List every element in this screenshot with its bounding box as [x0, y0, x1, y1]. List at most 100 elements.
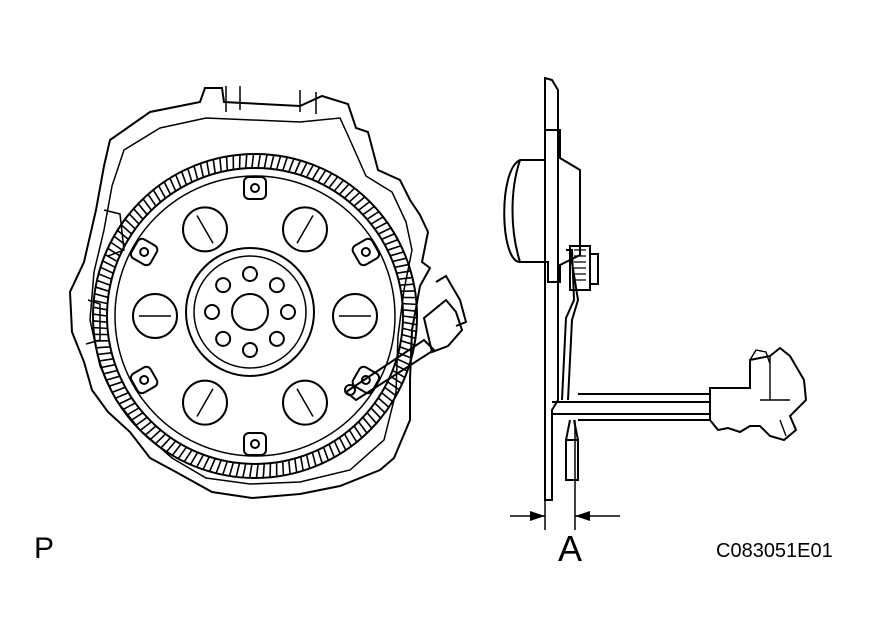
gear-tooth — [212, 159, 216, 174]
gear-tooth — [96, 279, 111, 286]
gear-tooth — [398, 276, 413, 280]
gear-tooth — [99, 357, 114, 362]
gear-tooth — [219, 157, 223, 172]
gear-tooth — [180, 171, 188, 186]
gear-tooth — [389, 251, 404, 257]
gear-tooth — [193, 165, 199, 180]
gear-tooth — [257, 153, 262, 169]
gauge-block — [709, 346, 808, 442]
gear-tooth — [353, 425, 363, 439]
gear-tooth — [118, 397, 133, 405]
gauge-arm — [344, 338, 436, 402]
flywheel-bosses — [129, 176, 381, 456]
gear-tooth — [183, 449, 193, 463]
gear-tooth — [402, 321, 417, 326]
hub-bolt-hole — [204, 304, 220, 320]
flywheel-boss — [351, 237, 381, 267]
gear-tooth — [107, 247, 121, 257]
hub-bolt-hole — [242, 342, 258, 358]
figure-code: C083051E01 — [716, 540, 833, 562]
gear-tooth — [174, 174, 182, 189]
gear-tooth — [328, 176, 339, 189]
gear-tooth — [157, 185, 167, 199]
gear-tooth — [294, 160, 302, 174]
flywheel-boss — [129, 365, 159, 395]
gear-tooth — [154, 433, 167, 445]
gear-tooth — [94, 292, 109, 299]
gear-tooth — [147, 193, 157, 207]
gauge-head — [435, 274, 468, 327]
gear-tooth — [93, 326, 108, 330]
ring-gear-teeth — [92, 153, 418, 479]
gear-tooth — [281, 461, 285, 476]
gear-tooth — [163, 181, 172, 195]
hub-bolt-hole — [280, 304, 296, 320]
dimension-label: A — [558, 528, 583, 569]
view-label: P — [34, 532, 55, 565]
hub-bolt-holes — [204, 266, 296, 358]
flywheel-window — [182, 206, 228, 253]
gear-tooth — [189, 452, 199, 465]
boss-hole — [360, 247, 371, 257]
gear-tooth — [149, 429, 162, 441]
gear-tooth — [333, 440, 341, 455]
gear-tooth — [111, 386, 126, 394]
flywheel-boss — [243, 176, 267, 200]
gear-tooth — [113, 235, 126, 246]
gear-tooth — [225, 156, 229, 171]
hub-center-hole — [231, 293, 269, 331]
gear-tooth — [322, 172, 333, 186]
gear-tooth — [102, 260, 116, 269]
block-rail-upper — [225, 86, 317, 114]
gear-tooth — [392, 257, 407, 263]
gear-tooth — [398, 352, 412, 359]
gear-tooth — [317, 449, 323, 464]
gear-tooth — [92, 320, 108, 323]
flywheel-window — [182, 379, 228, 426]
gauge-rod — [578, 393, 710, 421]
gear-tooth — [98, 273, 112, 280]
gear-tooth — [104, 253, 118, 263]
bolt-head — [569, 245, 591, 291]
gear-tooth — [333, 179, 345, 192]
bolt-cap — [590, 253, 599, 285]
gear-tooth — [348, 191, 361, 203]
gear-tooth — [269, 154, 275, 170]
dial-gauge-front — [344, 274, 468, 402]
gear-tooth — [381, 233, 395, 241]
window-strut — [296, 215, 314, 244]
gear-tooth — [300, 162, 308, 176]
gear-tooth — [338, 183, 350, 196]
gear-tooth — [394, 363, 408, 372]
gear-tooth — [130, 412, 144, 422]
gear-tooth — [374, 221, 388, 230]
gear-tooth — [343, 433, 353, 447]
gear-tooth — [348, 429, 358, 443]
flywheel-windows — [132, 206, 378, 426]
engine-block-outline — [68, 87, 432, 500]
gear-tooth — [305, 454, 311, 469]
gear-tooth — [206, 161, 211, 176]
gear-tooth — [97, 352, 112, 356]
gear-tooth — [288, 158, 295, 173]
gear-tooth — [362, 205, 375, 216]
gear-tooth — [377, 227, 392, 235]
gear-tooth — [402, 327, 417, 333]
gear-tooth — [135, 416, 148, 427]
flywheel-boss — [243, 432, 267, 456]
gear-tooth — [402, 302, 417, 306]
gear-tooth — [311, 167, 321, 180]
drive-plate-section — [544, 76, 559, 501]
gear-tooth — [402, 309, 418, 312]
window-strut — [196, 215, 214, 244]
gear-tooth — [244, 154, 248, 169]
gear-tooth — [287, 460, 291, 475]
gear-tooth — [169, 177, 177, 192]
gear-tooth — [396, 270, 411, 275]
gear-tooth — [377, 397, 390, 408]
gear-tooth — [92, 313, 108, 317]
gear-tooth — [133, 208, 144, 220]
gear-tooth — [396, 358, 410, 366]
gear-tooth — [160, 436, 172, 449]
flywheel-window — [132, 293, 178, 339]
